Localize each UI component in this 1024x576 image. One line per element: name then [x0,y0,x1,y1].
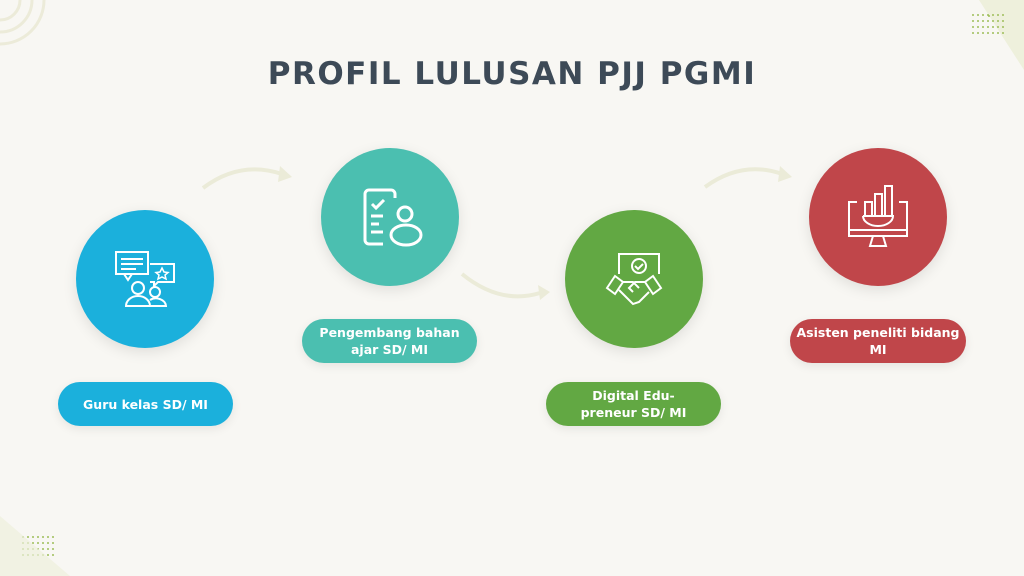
handshake-approval-icon [605,253,663,306]
dot [52,542,54,544]
dot [27,536,29,538]
step-4-circle [809,148,947,286]
dot [997,20,999,22]
dot [997,14,999,16]
dot [997,32,999,34]
step-1-label: Guru kelas SD/ MI [58,382,233,426]
dot [52,536,54,538]
dot [1002,20,1004,22]
dot [977,32,979,34]
dot [47,542,49,544]
monitor-chart-gear-icon [848,185,908,247]
dot [47,554,49,556]
dot [52,554,54,556]
dot [47,536,49,538]
dot [992,32,994,34]
step-2-circle [321,148,459,286]
arrow-1 [201,167,283,190]
teacher-discussion-icon [115,251,175,307]
dot [972,32,974,34]
dot [972,20,974,22]
checklist-user-icon [363,188,423,247]
step-2-label: Pengembang bahan ajar SD/ MI [302,319,477,363]
dot [977,26,979,28]
dot [32,536,34,538]
dot [977,14,979,16]
dot [1002,32,1004,34]
dot [1002,26,1004,28]
step-1-circle [76,210,214,348]
corner-triangle-bottom-left [0,516,70,576]
step-4-label: Asisten peneliti bidang MI [790,319,966,363]
dot [37,536,39,538]
dot [972,14,974,16]
dot [972,26,974,28]
dot [1002,14,1004,16]
dot [982,14,984,16]
dot [982,26,984,28]
dot [992,26,994,28]
dots-pattern-decoration [972,14,1004,34]
arrow-2 [460,272,541,299]
dot [987,32,989,34]
dot [992,20,994,22]
dot [47,548,49,550]
dot [997,26,999,28]
dot [37,542,39,544]
dot [42,542,44,544]
dot [42,548,44,550]
dot [977,20,979,22]
step-3-label: Digital Edu-preneur SD/ MI [546,382,721,426]
dot [982,20,984,22]
dot [42,536,44,538]
dot [987,26,989,28]
dot [982,32,984,34]
arrow-3 [703,167,783,189]
dot [32,542,34,544]
step-3-circle [565,210,703,348]
dot [987,14,989,16]
dot [987,20,989,22]
dot [52,548,54,550]
dot [992,14,994,16]
page-title: PROFIL LULUSAN PJJ PGMI [267,56,757,92]
